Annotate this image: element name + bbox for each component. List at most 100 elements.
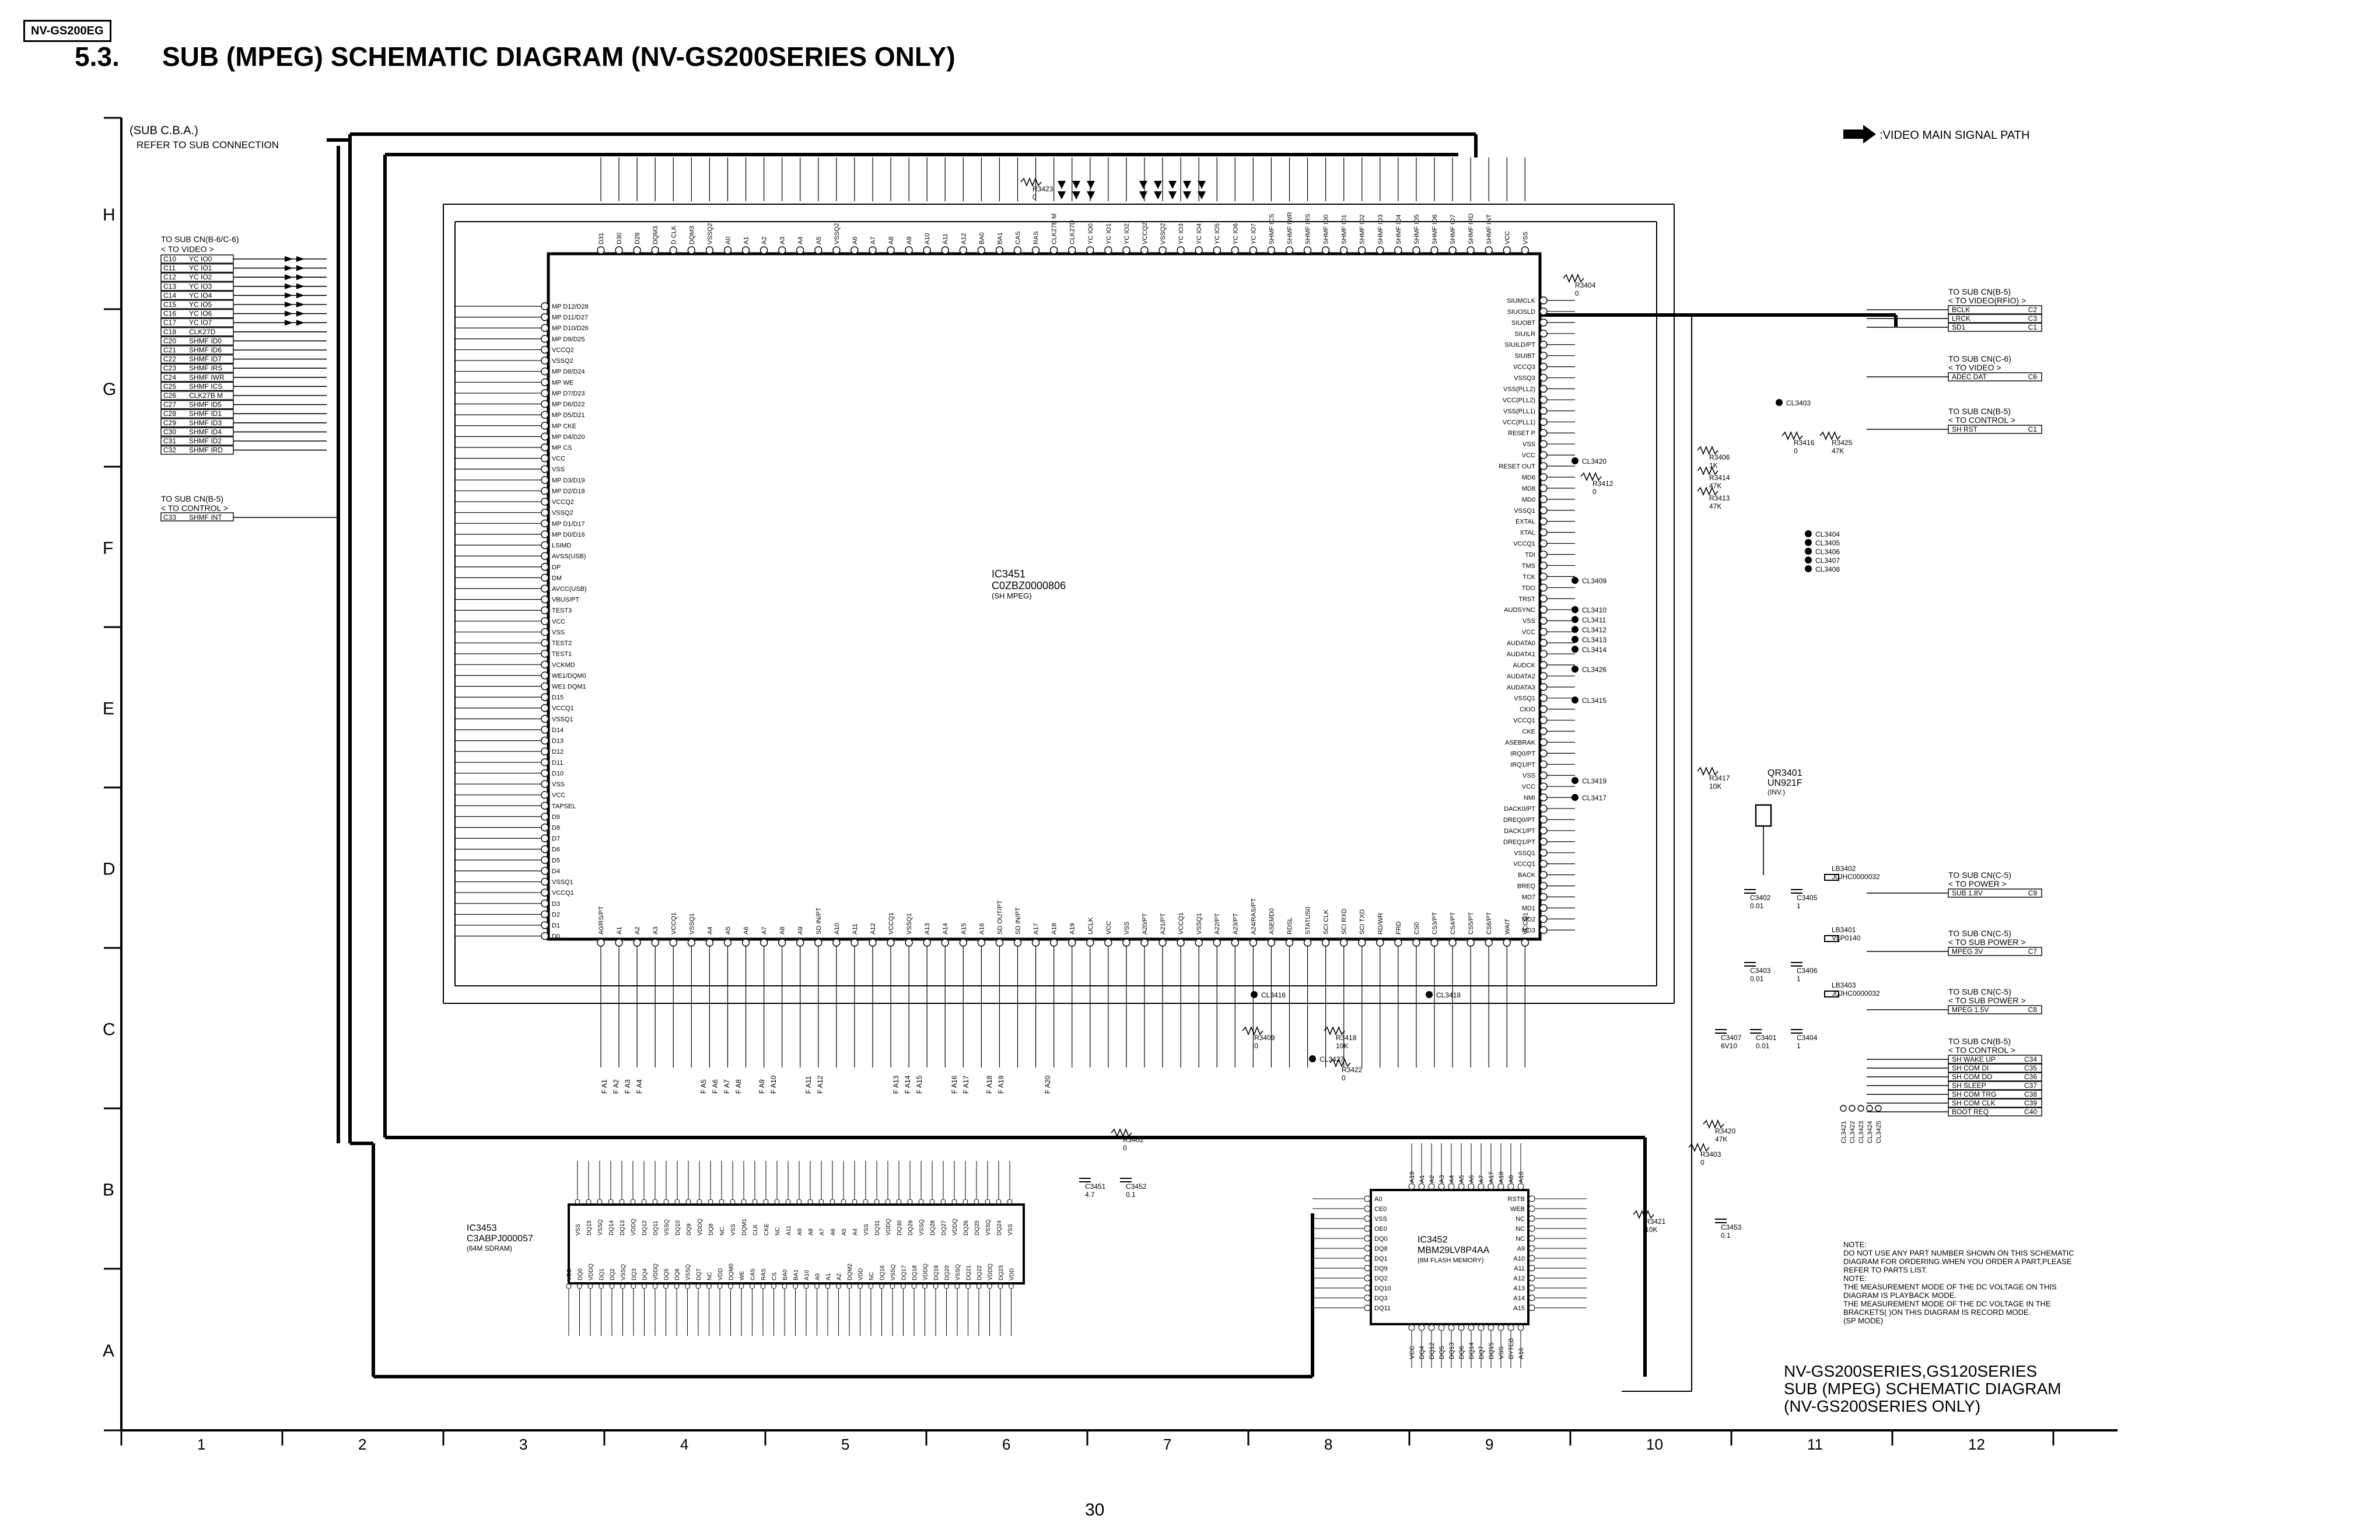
qr3401-desc: (INV.) (1768, 788, 1785, 796)
connector-pin-number: C20 (163, 337, 176, 345)
ic3451-left-pin: MP D11/D27 (552, 314, 588, 321)
pin-marker (771, 1283, 776, 1289)
pin-marker (1528, 1215, 1535, 1222)
pin-marker (941, 939, 949, 947)
ic3453-top-pin: DQ30 (897, 1220, 903, 1236)
pin-marker (541, 888, 549, 897)
ic3451-left-pin: D14 (552, 727, 564, 734)
ic3453-top-pin: VDDQ (697, 1219, 704, 1236)
ic3453-top-pin: DQ13 (620, 1220, 626, 1236)
ic3451-left-pin: MP D6/D22 (552, 401, 585, 408)
pin-marker (633, 246, 641, 254)
test-point-icon (1572, 794, 1578, 801)
connector-pin-box (160, 309, 234, 318)
pin-marker (818, 1199, 824, 1205)
pin-marker (541, 595, 549, 604)
ic3451-left-pin: MP CS (552, 444, 572, 452)
connector-pin-number: C29 (163, 419, 176, 427)
ic3451-left-pin: D13 (552, 738, 564, 745)
pin-marker (1539, 716, 1548, 724)
right-connector-subtitle: < TO SUB POWER > (1948, 937, 2026, 947)
connector-pin-number: C26 (163, 391, 176, 400)
ic3451-bottom-pin: A23/PT (1232, 913, 1239, 935)
pin-marker (587, 1283, 593, 1289)
ic3453-bottom-pin: DQ18 (912, 1265, 918, 1280)
component-ref: C3405 (1797, 894, 1818, 902)
component-ref: LB3402 (1832, 864, 1856, 873)
ic3451-top-pin: SHMF ID3 (1377, 215, 1384, 244)
ic3451-right-pin: IRQ0/PT (1510, 750, 1535, 757)
test-point-label: CL3406 (1815, 548, 1840, 556)
ic3451-bottom-pin: A17 (1033, 923, 1040, 935)
ic3451-right-pin: VSS (1522, 772, 1535, 779)
column-label-8: 8 (1324, 1436, 1332, 1453)
pin-marker (1528, 1195, 1535, 1202)
row-label-g: G (103, 380, 116, 399)
component-ref: R3418 (1336, 1034, 1357, 1042)
ic3451-top-pin: A10 (924, 233, 931, 244)
pin-marker (541, 508, 549, 517)
ic3453-bottom-pin: DQM0 (729, 1264, 735, 1280)
pin-marker (1539, 495, 1548, 503)
pin-marker (1539, 528, 1548, 537)
pin-marker (760, 939, 768, 947)
signal-path-arrow-icon (1154, 181, 1162, 200)
pin-marker (1364, 1275, 1371, 1282)
ic3451-top-pin: BA0 (978, 232, 985, 244)
ic3451-right-pin: AUDATA0 (1507, 640, 1535, 647)
pin-marker (1528, 1284, 1535, 1292)
pin-marker (998, 1283, 1003, 1289)
resistor-symbol (1329, 1058, 1351, 1068)
test-point-icon (1572, 646, 1578, 653)
pin-marker (1539, 860, 1548, 868)
connector-pin-box (160, 400, 234, 410)
ic3451-right-pin: AUDCK (1513, 662, 1535, 669)
ic3453-top-pin: DQ26 (963, 1220, 970, 1236)
qr3401-ref: QR3401 (1768, 768, 1803, 778)
connector-pin-signal: BOOT REQ (1952, 1108, 1989, 1116)
test-point-icon (1805, 530, 1812, 537)
pin-marker (1213, 939, 1221, 947)
right-connector-subtitle: < TO SUB POWER > (1948, 996, 2026, 1005)
pin-marker (541, 867, 549, 875)
pin-marker (687, 246, 696, 254)
pin-marker (1539, 362, 1548, 371)
component-value: J0JHC0000032 (1832, 873, 1880, 881)
ic3451-top-pin: A0 (724, 237, 732, 244)
ic3451-bottom-pin: FRD (1395, 921, 1402, 935)
pin-marker (1339, 939, 1348, 947)
connector-pin-box (160, 254, 234, 264)
ic3451-bottom-pin: A21/PT (1160, 913, 1167, 935)
ic3451-top-pin: A3 (779, 237, 786, 244)
resistor-symbol (1697, 445, 1718, 456)
pin-marker (575, 1199, 580, 1205)
pin-marker (541, 780, 549, 788)
pin-marker (1412, 246, 1420, 254)
pin-marker (1485, 939, 1493, 947)
pin-marker (1539, 307, 1548, 316)
connector-pin-box (160, 282, 234, 291)
test-point-label: CL3404 (1815, 530, 1840, 538)
ic3453-bottom-pin: DQ17 (901, 1265, 908, 1280)
ic3453-bottom-pin: A0 (815, 1273, 821, 1280)
connector-pin-box (160, 391, 234, 400)
test-point-icon (1875, 1105, 1882, 1112)
connector-pin-signal: SHMF ID5 (189, 401, 222, 409)
signal-path-arrow-icon (285, 302, 304, 307)
ic3451-right-pin: AUDATA1 (1507, 651, 1535, 658)
ic3452-bottom-pin: DQ12 (1429, 1342, 1436, 1359)
test-point-icon (1251, 991, 1258, 998)
connector-pin-box (160, 263, 234, 273)
ic3451-left-pin: AVCC(USB) (552, 586, 587, 593)
pin-marker (1528, 1205, 1535, 1212)
ic3451-right-pin: TCK (1522, 573, 1536, 580)
pin-marker (778, 939, 786, 947)
bus-label: F A14 (904, 1075, 912, 1094)
row-label-a: A (103, 1342, 114, 1361)
component-value: 0.1 (1721, 1231, 1731, 1240)
ic3451-left-pin: DP (552, 564, 561, 571)
connector-pin-number: C32 (163, 446, 176, 454)
ic3451-bottom-pin: VSSQ1 (906, 913, 913, 935)
inductor-symbol (1824, 991, 1839, 998)
pin-marker (976, 1283, 982, 1289)
